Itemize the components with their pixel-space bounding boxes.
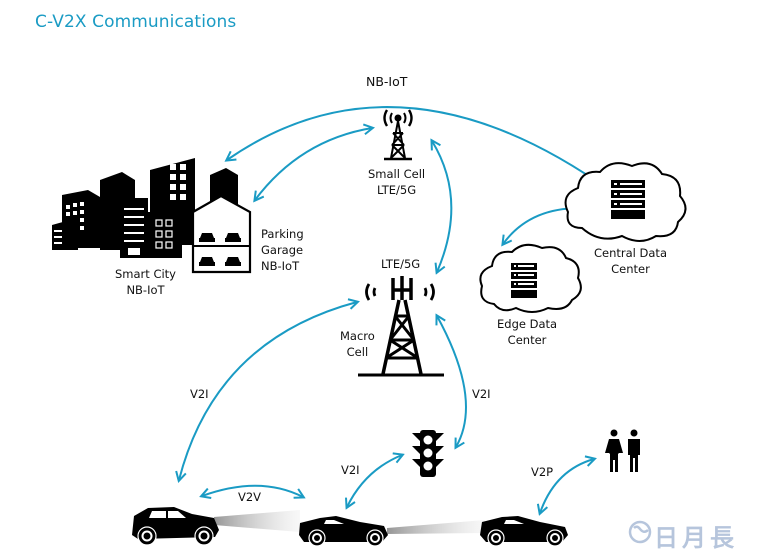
v2v-arrow [202, 484, 303, 497]
parking-garage-line3: NB-IoT [261, 259, 300, 273]
v2i-light-macro-label: V2I [472, 387, 491, 401]
macro-cell-tech-label: LTE/5G [381, 257, 421, 271]
central-data-center-label: Central Data Center [594, 245, 667, 277]
central-dc-line2: Center [611, 262, 650, 276]
watermark-logo-icon [628, 520, 652, 544]
small-cell-line2: LTE/5G [376, 183, 417, 197]
small-cell-label: Small Cell LTE/5G [368, 166, 425, 198]
small-cell-parking-arrow [255, 128, 372, 200]
parking-garage-line1: Parking [261, 227, 304, 241]
smart-city-line2: NB-IoT [126, 283, 165, 297]
small-cell-macro-arrow [432, 141, 453, 272]
edge-dc-line2: Center [507, 333, 547, 347]
edge-data-center-cloud-icon [479, 243, 582, 313]
v2i-light-macro-arrow [437, 316, 467, 447]
macro-tower-icon [358, 276, 444, 377]
parking-garage-line2: Garage [261, 243, 304, 257]
server-icon [611, 180, 645, 219]
diagram-title: C-V2X Communications [35, 12, 237, 32]
server-icon [511, 263, 537, 298]
smart-city-label: Smart City NB-IoT [115, 266, 176, 298]
v2i-macro-arrow [179, 302, 357, 480]
central-data-center-cloud-icon [564, 162, 687, 242]
parking-garage-label: Parking Garage NB-IoT [261, 226, 304, 274]
beam-2 [387, 520, 485, 534]
pedestrians-icon [605, 429, 640, 472]
traffic-light-icon [412, 430, 444, 477]
nbiot-link-label: NB-IoT [366, 74, 408, 89]
v2p-arrow [540, 459, 594, 513]
macro-cell-label: Macro Cell [340, 328, 375, 360]
v2v-label: V2V [238, 490, 262, 504]
v2p-label: V2P [531, 465, 554, 479]
beam-1 [214, 510, 300, 532]
smart-city-line1: Smart City [115, 267, 176, 281]
v2i-macro-label: V2I [190, 387, 209, 401]
edge-data-center-label: Edge Data Center [497, 316, 557, 348]
v2i-car-light-label: V2I [341, 463, 360, 477]
car-icon [480, 516, 568, 547]
small-cell-tower-icon [383, 109, 413, 161]
macro-cell-line2: Cell [346, 345, 369, 359]
car-icon [299, 516, 388, 547]
parking-garage-icon [191, 194, 252, 274]
small-cell-line1: Small Cell [368, 167, 426, 181]
watermark: 日月長 [654, 523, 738, 552]
suv-icon [132, 507, 219, 546]
central-dc-line1: Central Data [594, 246, 667, 260]
v2i-car-light-arrow [347, 455, 402, 507]
links [179, 106, 612, 513]
edge-dc-line1: Edge Data [497, 317, 558, 331]
macro-cell-line1: Macro [340, 329, 375, 343]
city-buildings-icon [52, 158, 238, 258]
